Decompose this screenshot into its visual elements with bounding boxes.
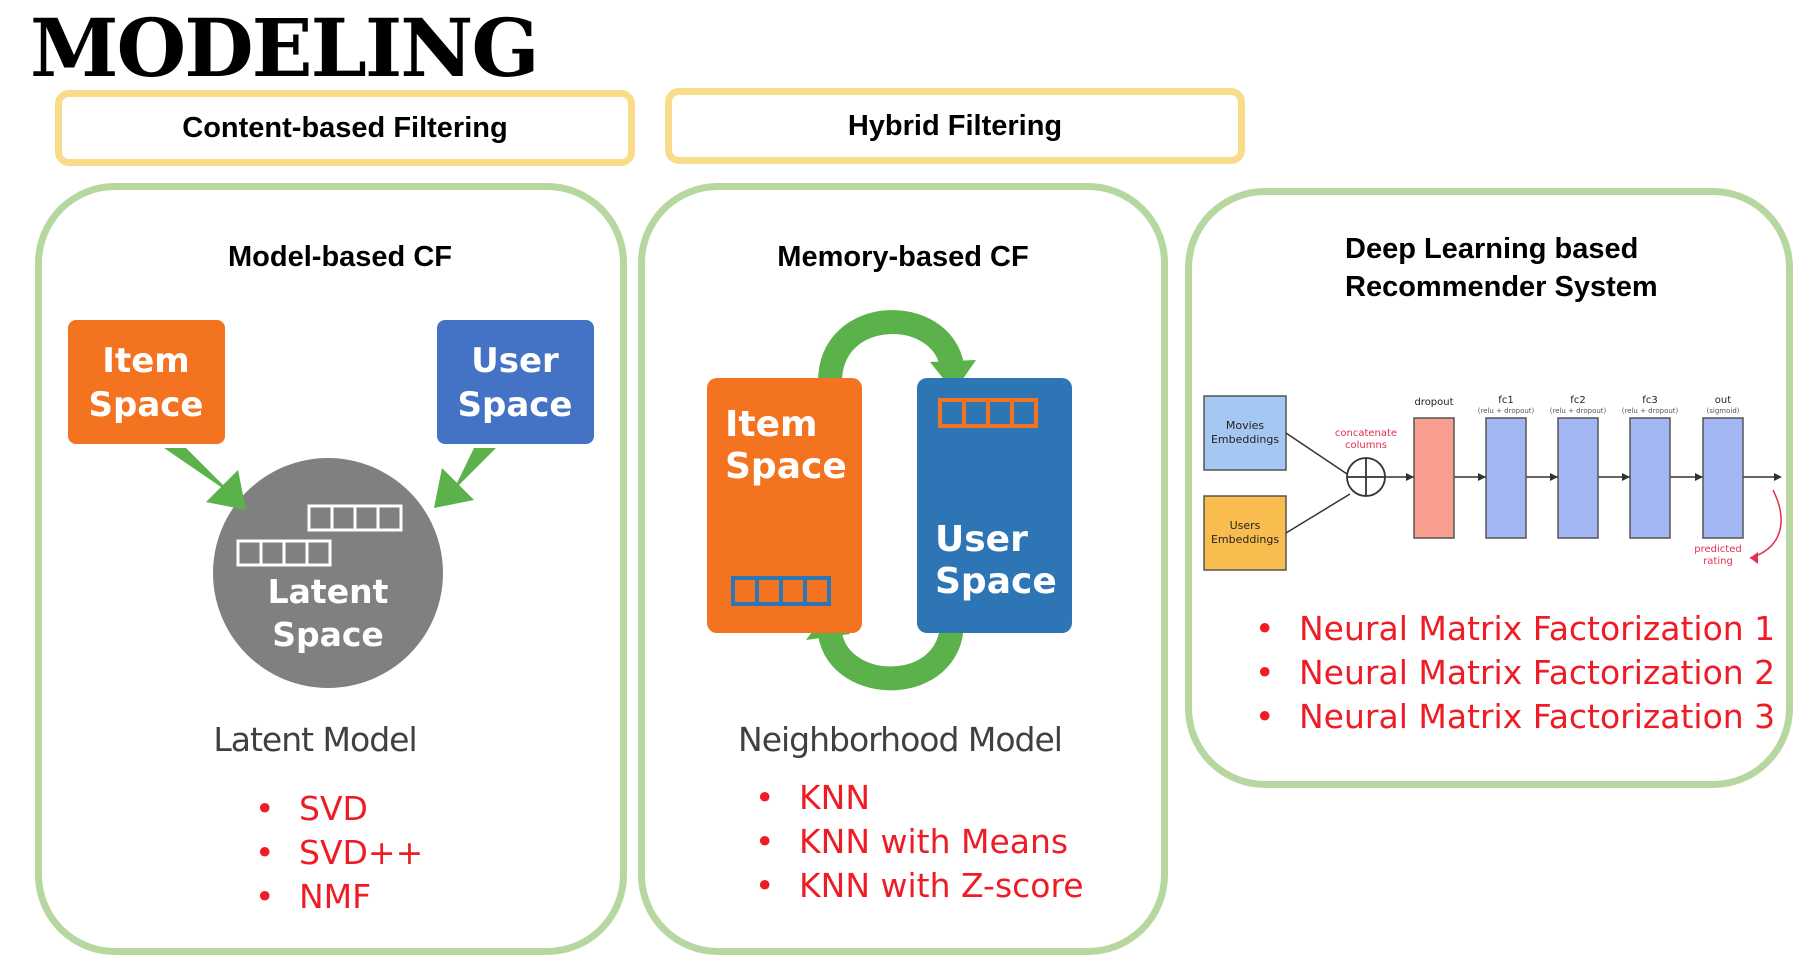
users-embeddings-box bbox=[1203, 495, 1287, 571]
deep-learning-methods-list: Neural Matrix Factorization 1 Neural Mat… bbox=[1255, 607, 1775, 739]
item-space-box bbox=[707, 378, 862, 633]
latent-model-caption: Latent Model bbox=[213, 720, 417, 759]
concat-label-1: concatenate bbox=[1335, 428, 1397, 439]
page-title: MODELING bbox=[30, 1, 540, 95]
fc3-layer bbox=[1629, 417, 1671, 539]
dropout-label: dropout bbox=[1414, 397, 1453, 408]
neural-network-diagram: Movies Embeddings Users Embeddings conca… bbox=[1203, 395, 1782, 571]
method-item: KNN bbox=[755, 776, 1084, 820]
item-to-latent-arrow bbox=[164, 448, 246, 510]
users-label-2: Embeddings bbox=[1211, 533, 1279, 546]
method-item: KNN with Z-score bbox=[755, 864, 1084, 908]
dropout-layer bbox=[1413, 417, 1455, 539]
fc2-label: fc2 bbox=[1570, 395, 1585, 406]
out-layer bbox=[1702, 417, 1744, 539]
fc1-sub-label: (relu + dropout) bbox=[1478, 407, 1535, 415]
fc2-layer bbox=[1557, 417, 1599, 539]
user-label-1: User bbox=[471, 341, 559, 381]
item-label-2: Space bbox=[725, 446, 847, 487]
user-label-1: User bbox=[935, 519, 1028, 560]
item-label-1: Item bbox=[102, 341, 189, 381]
deep-learning-title-line2: Recommender System bbox=[1345, 271, 1658, 303]
neighborhood-model-caption: Neighborhood Model bbox=[738, 720, 1063, 759]
content-based-filtering-label: Content-based Filtering bbox=[55, 90, 635, 166]
movies-label-2: Embeddings bbox=[1211, 433, 1279, 446]
model-based-methods-list: SVD SVD++ NMF bbox=[255, 787, 423, 919]
latent-vector-top bbox=[307, 504, 403, 532]
movies-label-1: Movies bbox=[1226, 419, 1265, 432]
item-space-box bbox=[68, 320, 225, 444]
predicted-rating-arrow bbox=[1749, 489, 1782, 559]
latent-vector-bottom bbox=[236, 539, 332, 567]
method-item: KNN with Means bbox=[755, 820, 1084, 864]
deep-learning-title-line1: Deep Learning based bbox=[1345, 233, 1639, 265]
predicted-label-1: predicted bbox=[1694, 544, 1741, 555]
item-label-1: Item bbox=[725, 404, 818, 445]
latent-space-circle bbox=[213, 458, 443, 688]
item-vector bbox=[731, 576, 831, 606]
hybrid-filtering-label: Hybrid Filtering bbox=[665, 88, 1245, 164]
method-item: Neural Matrix Factorization 1 bbox=[1255, 607, 1775, 651]
item-label-2: Space bbox=[89, 385, 204, 425]
user-to-latent-arrow bbox=[434, 448, 496, 508]
predicted-label-2: rating bbox=[1703, 556, 1733, 567]
latent-label-1: Latent bbox=[268, 572, 389, 611]
user-label-2: Space bbox=[458, 385, 573, 425]
bottom-cycle-arrow bbox=[818, 621, 964, 691]
user-vector bbox=[938, 398, 1038, 428]
method-item: SVD++ bbox=[255, 831, 423, 875]
method-item: Neural Matrix Factorization 3 bbox=[1255, 695, 1775, 739]
method-item: SVD bbox=[255, 787, 423, 831]
memory-based-cf-title: Memory-based CF bbox=[777, 241, 1029, 273]
model-based-cf-title: Model-based CF bbox=[228, 241, 452, 273]
memory-based-methods-list: KNN KNN with Means KNN with Z-score bbox=[755, 776, 1084, 908]
fc3-sub-label: (relu + dropout) bbox=[1622, 407, 1679, 415]
latent-model-diagram: Item Space User Space Latent Space bbox=[68, 320, 594, 688]
user-label-2: Space bbox=[935, 561, 1057, 602]
out-label: out bbox=[1715, 395, 1731, 406]
method-item: NMF bbox=[255, 875, 423, 919]
fc1-label: fc1 bbox=[1498, 395, 1513, 406]
fc1-layer bbox=[1485, 417, 1527, 539]
movies-embeddings-box bbox=[1203, 395, 1287, 471]
latent-label-2: Space bbox=[272, 615, 384, 654]
users-label-1: Users bbox=[1230, 519, 1261, 532]
fc3-label: fc3 bbox=[1642, 395, 1657, 406]
top-cycle-arrow bbox=[818, 310, 964, 383]
out-sub-label: (sigmoid) bbox=[1707, 407, 1740, 415]
neighborhood-model-diagram: Item Space User Space bbox=[707, 310, 1072, 691]
concat-label-2: columns bbox=[1345, 440, 1387, 451]
method-item: Neural Matrix Factorization 2 bbox=[1255, 651, 1775, 695]
fc2-sub-label: (relu + dropout) bbox=[1550, 407, 1607, 415]
user-space-box bbox=[917, 378, 1072, 633]
user-space-box bbox=[437, 320, 594, 444]
